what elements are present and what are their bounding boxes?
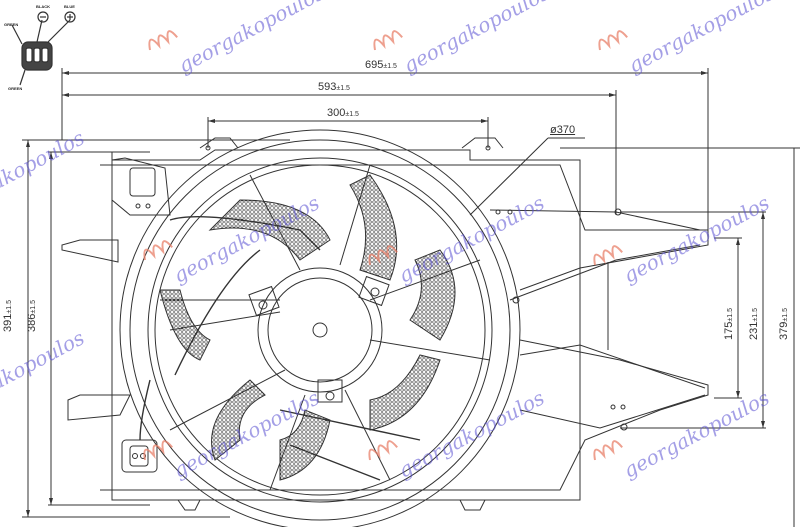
dim-height-outer: 391±1.5 [1, 300, 14, 332]
dim-top-holes: 300±1.5 [327, 107, 359, 119]
dim-right-231: 231±1.5 [747, 308, 760, 340]
fan-hub [248, 267, 390, 403]
dim-height-inner: 386±1.5 [25, 300, 38, 332]
dim-overall-width: 695±1.5 [365, 59, 397, 71]
dim-right-175: 175±1.5 [722, 308, 735, 340]
dimension-lines [22, 68, 800, 527]
connector-label-black: BLACK [36, 4, 50, 9]
dim-right-379: 379±1.5 [777, 308, 790, 340]
arrowheads [26, 71, 765, 517]
mount-holes [205, 145, 628, 431]
dim-mount-width: 593±1.5 [318, 81, 350, 93]
shroud-frame [61, 137, 709, 511]
dim-fan-diameter: ø370 [550, 124, 576, 136]
watermark-logos [143, 30, 628, 461]
connector-label-green: GREEN [4, 22, 19, 27]
fan-blades [159, 174, 456, 481]
connector-label-blue: BLUE [64, 4, 75, 9]
fan-spokes [160, 164, 491, 491]
connector-symbol [11, 11, 76, 86]
connector-label-green-2: GREEN [8, 86, 23, 91]
wires [139, 215, 421, 481]
